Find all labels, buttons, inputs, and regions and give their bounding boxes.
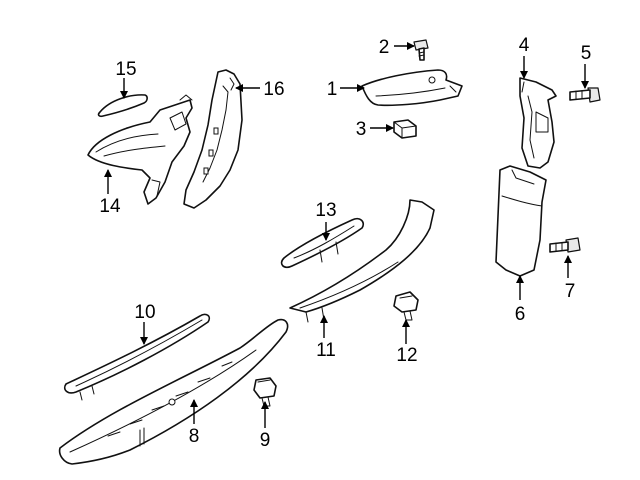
callout-6: 6 (515, 304, 526, 325)
part-7-push-pin (549, 237, 581, 253)
part-1-upper-trim (361, 69, 463, 107)
part-13-sill-strip (280, 217, 365, 269)
part-3-clip (393, 119, 417, 139)
callout-1: 1 (327, 79, 338, 100)
callout-11: 11 (316, 340, 336, 361)
part-11-sill-plate (289, 199, 435, 323)
callout-7: 7 (565, 281, 576, 302)
callout-3: 3 (356, 119, 367, 140)
part-10-scuff-strip (63, 313, 211, 401)
part-9-clip (253, 377, 277, 407)
callout-4: 4 (519, 35, 530, 56)
callout-10: 10 (134, 302, 155, 323)
part-4-b-pillar-upper-trim (519, 77, 557, 169)
callout-5: 5 (581, 43, 592, 64)
callout-9: 9 (260, 430, 271, 451)
part-6-b-pillar-lower-trim (495, 165, 547, 277)
part-14-pillar-trim (87, 94, 193, 205)
part-15-trim-strip (97, 94, 148, 118)
leader-lines (104, 42, 589, 428)
callout-12: 12 (396, 345, 417, 366)
callout-15: 15 (115, 59, 136, 80)
callout-8: 8 (189, 426, 200, 447)
part-5-push-pin (569, 87, 601, 103)
part-16-a-pillar-trim (183, 69, 243, 209)
part-12-clip (393, 291, 419, 321)
callout-16: 16 (263, 79, 284, 100)
callout-13: 13 (315, 200, 336, 221)
callout-2: 2 (379, 37, 390, 58)
part-2-screw (413, 39, 429, 61)
callout-labels: 1 2 3 4 5 6 7 8 9 10 11 12 13 14 15 16 (99, 35, 591, 451)
callout-14: 14 (99, 196, 121, 217)
part-8-sill-cover (58, 318, 289, 465)
